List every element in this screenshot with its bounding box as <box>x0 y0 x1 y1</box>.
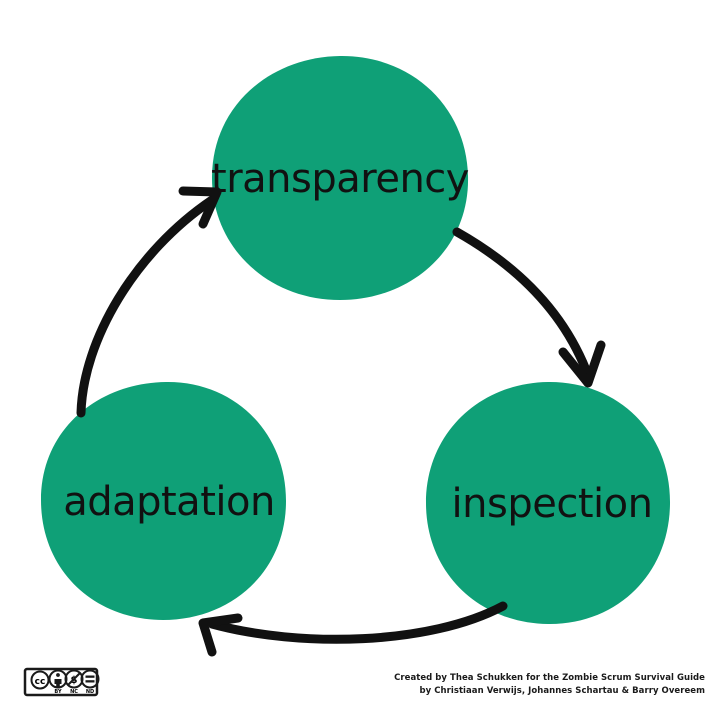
arrow-transparency-to-inspection <box>452 227 606 388</box>
credit-line-2: by Christiaan Verwijs, Johannes Schartau… <box>420 686 706 696</box>
inspection-label: inspection <box>452 481 653 527</box>
transparency-label: transparency <box>211 156 469 202</box>
adaptation-label: adaptation <box>63 479 275 525</box>
adaptation-circle-shape <box>41 381 286 620</box>
arrow-adaptation-to-transparency <box>76 186 222 418</box>
node-inspection[interactable]: inspection <box>426 381 671 625</box>
arrow-shaft <box>207 601 508 644</box>
cc-icon-glyph: cc <box>35 677 46 687</box>
node-transparency[interactable]: transparency <box>211 55 469 301</box>
arrow-inspection-to-adaptation <box>198 601 508 657</box>
inspection-circle-shape <box>426 381 671 625</box>
arrow-shaft <box>452 227 591 375</box>
arrow-head <box>558 340 606 388</box>
arrow-head <box>178 186 222 229</box>
badge-mark-nc: NC <box>70 689 78 695</box>
nd-icon <box>80 669 100 689</box>
credit-line-1: Created by Thea Schukken for the Zombie … <box>394 673 705 683</box>
cc-icon: cc <box>30 670 50 690</box>
badge-mark-by: BY <box>54 689 62 695</box>
arrow-head <box>198 613 243 657</box>
svg-text:$: $ <box>71 675 78 686</box>
arrow-shaft <box>76 195 217 418</box>
transparency-circle-shape <box>211 55 469 301</box>
credit-attribution: Created by Thea Schukken for the Zombie … <box>394 673 705 696</box>
node-adaptation[interactable]: adaptation <box>41 381 286 620</box>
cc-by-nc-nd-badge[interactable]: cc $ BY NC ND <box>23 667 100 697</box>
badge-mark-nd: ND <box>86 689 94 695</box>
badge-marks: BY NC ND <box>54 689 94 695</box>
